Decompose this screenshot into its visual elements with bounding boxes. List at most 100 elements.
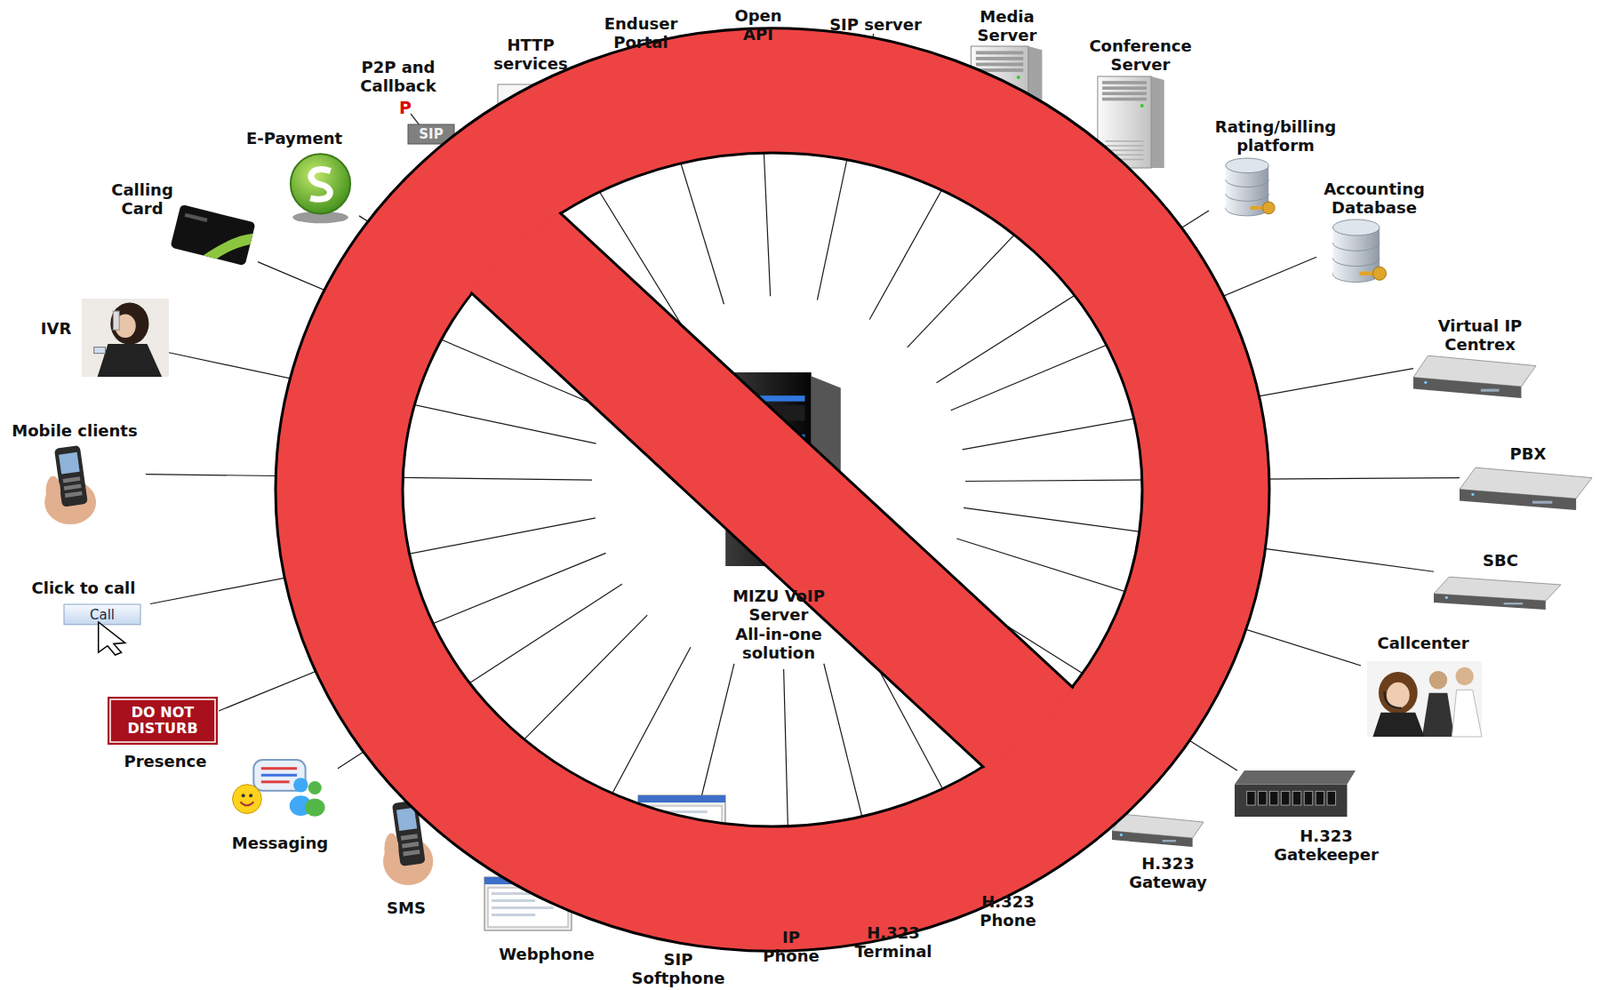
node-icon <box>281 150 360 225</box>
node-label: Click to call <box>16 578 151 598</box>
spoke-line <box>646 51 724 304</box>
service-node: IP Phone <box>758 928 825 966</box>
service-node: Click to call <box>16 578 151 656</box>
node-label: P2P and Callback <box>349 57 448 96</box>
node-label: IVR <box>29 319 83 338</box>
node-label: Messaging <box>222 833 338 853</box>
service-node: Open API <box>727 6 790 44</box>
icon-label: Call <box>64 604 141 625</box>
spoke-line <box>257 262 608 410</box>
spoke-line <box>907 162 1083 347</box>
spoke-line <box>218 552 607 712</box>
service-node: IVR <box>29 298 169 377</box>
spoke-line <box>824 664 889 924</box>
node-icon <box>379 798 440 887</box>
node-icon <box>964 46 1047 144</box>
node-label: MIZU VoIP Server <box>728 586 831 624</box>
node-label: Accounting Database <box>1316 179 1432 217</box>
spoke-line <box>145 474 592 481</box>
node-label: SIP Softphone <box>629 950 728 988</box>
service-node: SMS <box>375 798 440 918</box>
node-icon <box>638 795 726 878</box>
spoke-line <box>558 124 681 324</box>
node-label: Enduser Portal <box>592 14 690 52</box>
node-label: Calling Card <box>97 180 187 218</box>
node-icon <box>232 760 328 816</box>
spoke-line <box>936 210 1209 384</box>
spoke-line <box>702 664 735 796</box>
node-label: Webphone <box>488 944 605 964</box>
node-icon <box>719 372 848 567</box>
spoke-line <box>963 507 1434 572</box>
sign-bar <box>328 72 1218 910</box>
icon-label: SIP <box>408 124 455 144</box>
spoke-line <box>337 584 623 769</box>
service-node: Webphone <box>484 877 605 964</box>
spoke-line <box>956 538 1361 666</box>
node-icon <box>1459 464 1592 511</box>
node-label: SMS <box>375 898 438 918</box>
node-icon <box>1326 219 1393 287</box>
service-node: Enduser Portal <box>592 14 690 52</box>
node-label: H.323 Terminal <box>844 923 943 961</box>
node-icon <box>1433 574 1561 610</box>
node-label: All-in-one solution <box>720 624 837 663</box>
hub-server: MIZU VoIP ServerAll-in-one solution <box>592 296 966 670</box>
node-icon <box>1367 661 1482 737</box>
spoke-line <box>912 612 1120 812</box>
node-label: SBC <box>1464 551 1536 570</box>
node-label: Open API <box>727 6 790 44</box>
service-node: E-Payment <box>236 128 360 225</box>
spoke-line <box>759 43 771 296</box>
service-node: H.323 Phone <box>968 892 1048 930</box>
spoke-line <box>784 669 792 928</box>
service-node: Rating/billing platform <box>1208 117 1343 220</box>
node-label: Virtual IP Centrex <box>1422 316 1538 354</box>
service-node: Callcenter <box>1360 633 1486 737</box>
service-node: H.323 Gateway <box>1112 811 1213 892</box>
spoke-line <box>869 143 968 320</box>
node-label: H.323 Gatekeeper <box>1264 826 1389 864</box>
icon-label: P <box>397 96 414 119</box>
node-icon <box>1234 770 1356 817</box>
sign-ring <box>275 28 1270 952</box>
node-icon <box>81 298 169 377</box>
node-label: E-Payment <box>236 128 352 148</box>
spoke-line <box>444 144 648 351</box>
node-icon <box>1112 811 1204 848</box>
node-label: SIP server <box>804 15 947 34</box>
node-label: IP Phone <box>758 928 825 966</box>
service-node: Media Server <box>964 7 1048 144</box>
node-label: Callcenter <box>1360 633 1486 653</box>
node-icon <box>40 443 103 526</box>
node-label: Media Server <box>967 7 1048 45</box>
service-node: SBC <box>1433 551 1561 610</box>
spoke-line <box>965 478 1460 482</box>
service-node: Calling Card <box>97 180 258 276</box>
service-node: Accounting Database <box>1316 179 1432 287</box>
service-node: Conference Server <box>1082 36 1199 168</box>
spoke-line <box>150 518 596 605</box>
node-icon <box>497 84 552 125</box>
spoke-line <box>951 256 1317 411</box>
node-label: Rating/billing platform <box>1208 117 1343 155</box>
spoke-line <box>866 647 999 893</box>
spoke-line <box>936 582 1238 771</box>
node-label: HTTP services <box>481 35 580 73</box>
service-node: PBX <box>1459 444 1592 511</box>
node-icon <box>484 877 572 931</box>
leader-line <box>410 113 420 126</box>
service-node: SIP Softphone <box>629 795 728 988</box>
node-icon <box>1091 76 1168 168</box>
node-label: H.323 Phone <box>968 892 1048 930</box>
spoke-line <box>962 368 1414 450</box>
service-node: Mobile clients <box>3 421 146 526</box>
service-node: HTTP services <box>481 35 580 125</box>
service-node: Messaging <box>222 760 338 853</box>
spoke-line <box>439 615 648 825</box>
node-label: Conference Server <box>1082 36 1199 74</box>
service-node: Virtual IP Centrex <box>1413 316 1538 399</box>
node-label: H.323 Gateway <box>1123 854 1213 892</box>
service-node: SIP server <box>804 15 947 34</box>
